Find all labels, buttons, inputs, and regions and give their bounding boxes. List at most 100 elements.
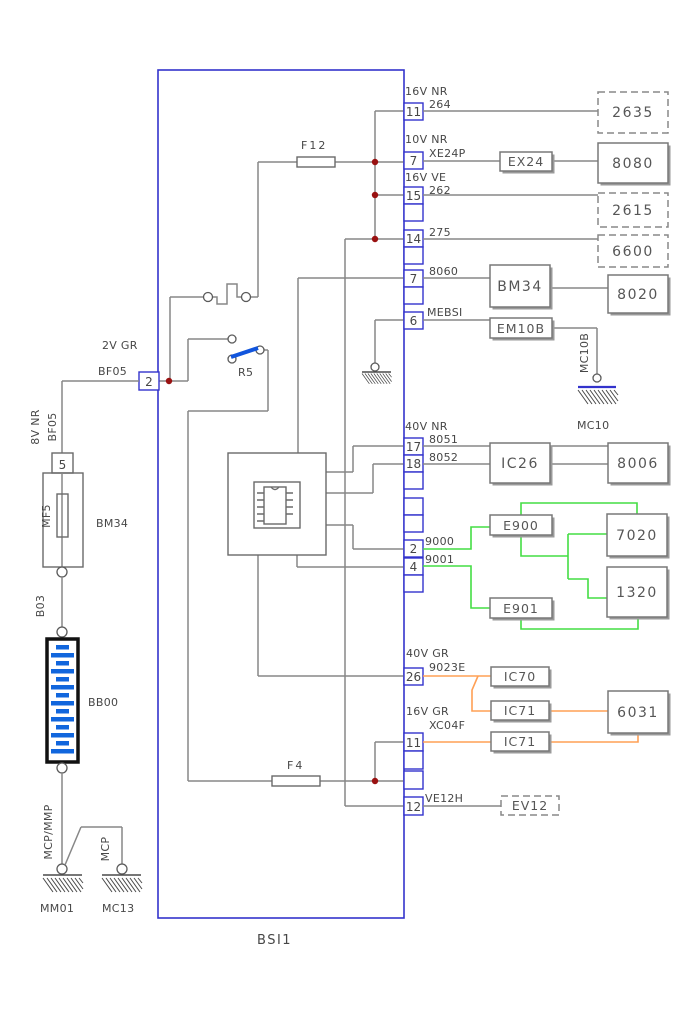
relay-r5-bar [230, 346, 259, 359]
label-8v-nr: 8V NR [29, 409, 42, 444]
relay-r5: R5 [227, 334, 265, 379]
svg-text:XC04F: XC04F [429, 719, 465, 732]
svg-text:7: 7 [410, 154, 418, 168]
svg-text:264: 264 [429, 98, 451, 111]
svg-text:40V GR: 40V GR [406, 647, 449, 660]
svg-text:6031: 6031 [617, 705, 659, 721]
svg-text:16V NR: 16V NR [405, 85, 448, 98]
switch-contact-left [202, 291, 214, 303]
svg-text:8020: 8020 [617, 287, 659, 303]
device-7020 [606, 513, 668, 557]
svg-text:8060: 8060 [429, 265, 458, 278]
pin-box-empty [403, 574, 424, 593]
pin-box-empty [403, 514, 424, 533]
svg-text:14: 14 [406, 232, 421, 246]
svg-text:2615: 2615 [612, 203, 654, 219]
svg-text:MEBSI: MEBSI [427, 306, 463, 319]
junction-dots [165, 158, 379, 785]
component-bm34-label: BM34 [96, 517, 128, 530]
svg-text:E901: E901 [503, 601, 539, 616]
device-8080 [597, 142, 669, 184]
svg-text:9001: 9001 [425, 553, 454, 566]
ground-mc10-label: MC10 [577, 419, 609, 432]
svg-text:EV12: EV12 [512, 798, 548, 813]
svg-text:6: 6 [410, 314, 418, 328]
svg-text:17: 17 [406, 440, 421, 454]
ground-mc10b-label: MC10B [578, 333, 591, 373]
orange-wires [423, 675, 639, 743]
device-6600 [597, 234, 669, 268]
device-2615 [597, 192, 669, 228]
pin-box-empty [403, 203, 424, 222]
device-1320 [606, 566, 668, 618]
svg-text:18: 18 [406, 457, 421, 471]
battery-bb00 [45, 637, 80, 764]
battery-bb00-label: BB00 [88, 696, 118, 709]
svg-text:12: 12 [406, 800, 421, 814]
svg-text:10V NR: 10V NR [405, 133, 448, 146]
device-2635 [597, 91, 669, 134]
svg-text:8051: 8051 [429, 433, 458, 446]
fuse-f12-body [296, 156, 336, 168]
external-wires [423, 110, 608, 807]
pin-box-empty [403, 286, 424, 305]
label-mcp-mmp: MCP/MMP [42, 804, 55, 859]
device-ic71b [490, 731, 550, 752]
svg-text:IC71: IC71 [504, 703, 536, 718]
svg-text:7: 7 [410, 272, 418, 286]
controller-block [227, 452, 327, 556]
device-8020 [607, 274, 669, 314]
relay-r5-label: R5 [238, 366, 253, 379]
svg-text:9000: 9000 [425, 535, 454, 548]
svg-text:2: 2 [410, 542, 418, 556]
svg-text:7020: 7020 [616, 528, 658, 544]
svg-text:E900: E900 [503, 518, 539, 533]
ground-mm01: MM01 [40, 874, 84, 915]
pin-box-empty [403, 770, 424, 790]
svg-text:BM34: BM34 [497, 279, 543, 295]
svg-text:40V NR: 40V NR [405, 420, 448, 433]
devices: 2635 8080 EX24 2615 6600 BM34 8020 EM10B… [489, 91, 671, 816]
bsi-enclosure [157, 69, 405, 919]
svg-text:XE24P: XE24P [429, 147, 466, 160]
label-bf05: BF05 [98, 365, 127, 378]
left-branch: 2V GR BF05 2 8V NR BF05 5 MF5 BM34 B03 [29, 339, 160, 915]
svg-text:EM10B: EM10B [497, 321, 545, 336]
svg-text:2635: 2635 [612, 105, 654, 121]
bsi-label: BSI1 [257, 933, 292, 948]
device-6031 [607, 690, 669, 734]
svg-text:8052: 8052 [429, 451, 458, 464]
device-ev12 [500, 795, 560, 816]
device-ic26 [489, 442, 551, 484]
ground-mm01-label: MM01 [40, 902, 74, 915]
pin-box-empty [403, 750, 424, 770]
fuse-mf5-body [56, 493, 69, 538]
pin-num-5: 5 [59, 458, 67, 472]
svg-text:IC26: IC26 [501, 456, 539, 472]
ground-mc13-label: MC13 [102, 902, 134, 915]
svg-text:11: 11 [406, 105, 421, 119]
device-em10b [489, 317, 553, 339]
svg-text:IC71: IC71 [504, 734, 536, 749]
svg-text:262: 262 [429, 184, 451, 197]
device-8006 [607, 442, 669, 484]
device-ex24 [499, 151, 553, 172]
device-bm34 [489, 264, 551, 308]
svg-text:11: 11 [406, 736, 421, 750]
label-b03: B03 [34, 595, 47, 617]
ground-mc10: MC10B MC10 [577, 333, 619, 432]
internal-wires [158, 110, 404, 807]
svg-text:26: 26 [406, 670, 421, 684]
pin-box-empty [403, 471, 424, 490]
svg-text:4: 4 [410, 560, 418, 574]
pin-box-empty [403, 246, 424, 265]
fuse-f12-label: F12 [301, 139, 327, 152]
device-ic71a [490, 700, 550, 721]
label-mcp: MCP [99, 837, 112, 862]
switch-contact-right [240, 291, 252, 303]
svg-text:6600: 6600 [612, 244, 654, 260]
svg-text:8006: 8006 [617, 456, 659, 472]
device-e901 [489, 597, 553, 619]
svg-text:1320: 1320 [616, 585, 658, 601]
